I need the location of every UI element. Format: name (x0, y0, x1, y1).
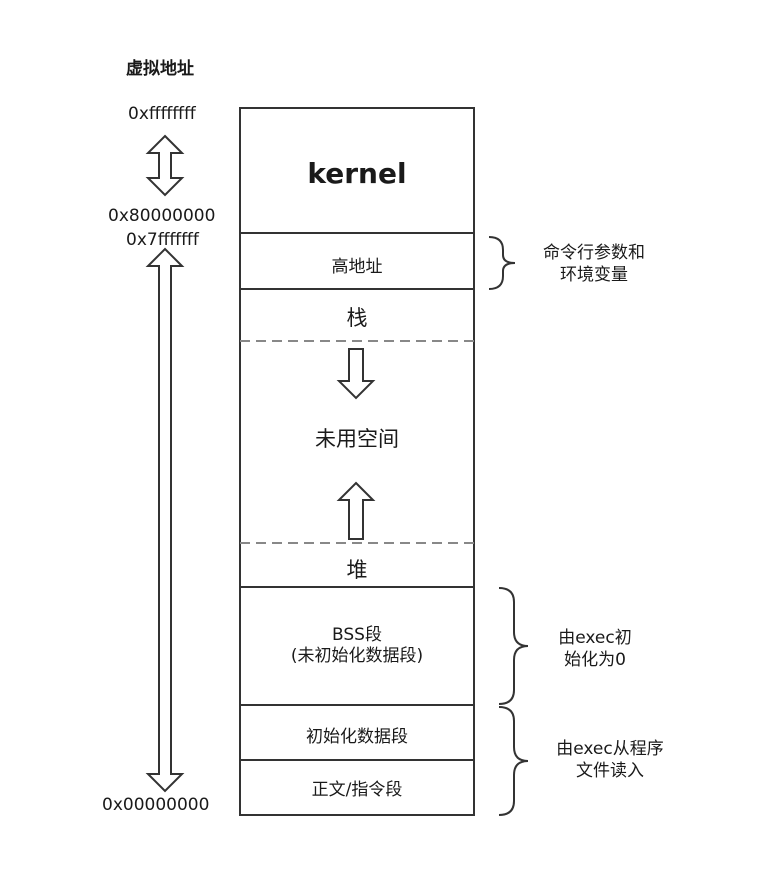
annotation-load-from-file: 由exec从程序 文件读入 (540, 738, 680, 782)
annotation-bss-line1: 由exec初 (558, 628, 632, 648)
bss-brace (498, 587, 529, 705)
segment-stack: 栈 (346, 306, 368, 330)
segment-text: 正文/指令段 (311, 780, 403, 800)
address-kernel-start: 0x80000000 (108, 206, 216, 226)
segment-high-address: 高地址 (331, 257, 383, 277)
annotation-args-env: 命令行参数和 环境变量 (528, 242, 660, 286)
address-top: 0xffffffff (128, 104, 196, 124)
segment-bss-line1: BSS段 (332, 625, 382, 645)
segment-heap: 堆 (346, 558, 368, 582)
annotation-load-line2: 文件读入 (576, 761, 644, 782)
user-range-double-arrow (145, 247, 185, 793)
segment-kernel: kernel (307, 157, 407, 190)
kernel-range-double-arrow (145, 134, 185, 197)
heap-growth-up-arrow (336, 481, 376, 540)
segment-unused-space: 未用空间 (315, 427, 399, 451)
annotation-args-line1: 命令行参数和 (543, 243, 645, 263)
annotation-bss-init: 由exec初 始化为0 (545, 627, 645, 671)
args-brace (488, 236, 516, 290)
segment-bss: BSS段 (未初始化数据段) (240, 625, 474, 668)
annotation-bss-line2: 始化为0 (564, 650, 626, 671)
segment-bss-line2: (未初始化数据段) (290, 646, 424, 667)
address-bottom: 0x00000000 (102, 795, 210, 815)
address-user-top: 0x7fffffff (126, 230, 199, 250)
segment-initialized-data: 初始化数据段 (306, 727, 408, 747)
memory-column-border (239, 107, 475, 816)
diagram-title: 虚拟地址 (126, 59, 194, 79)
annotation-load-line1: 由exec从程序 (556, 739, 664, 759)
stack-growth-down-arrow (336, 348, 376, 400)
annotation-args-line2: 环境变量 (560, 265, 628, 286)
load-brace (498, 706, 529, 816)
